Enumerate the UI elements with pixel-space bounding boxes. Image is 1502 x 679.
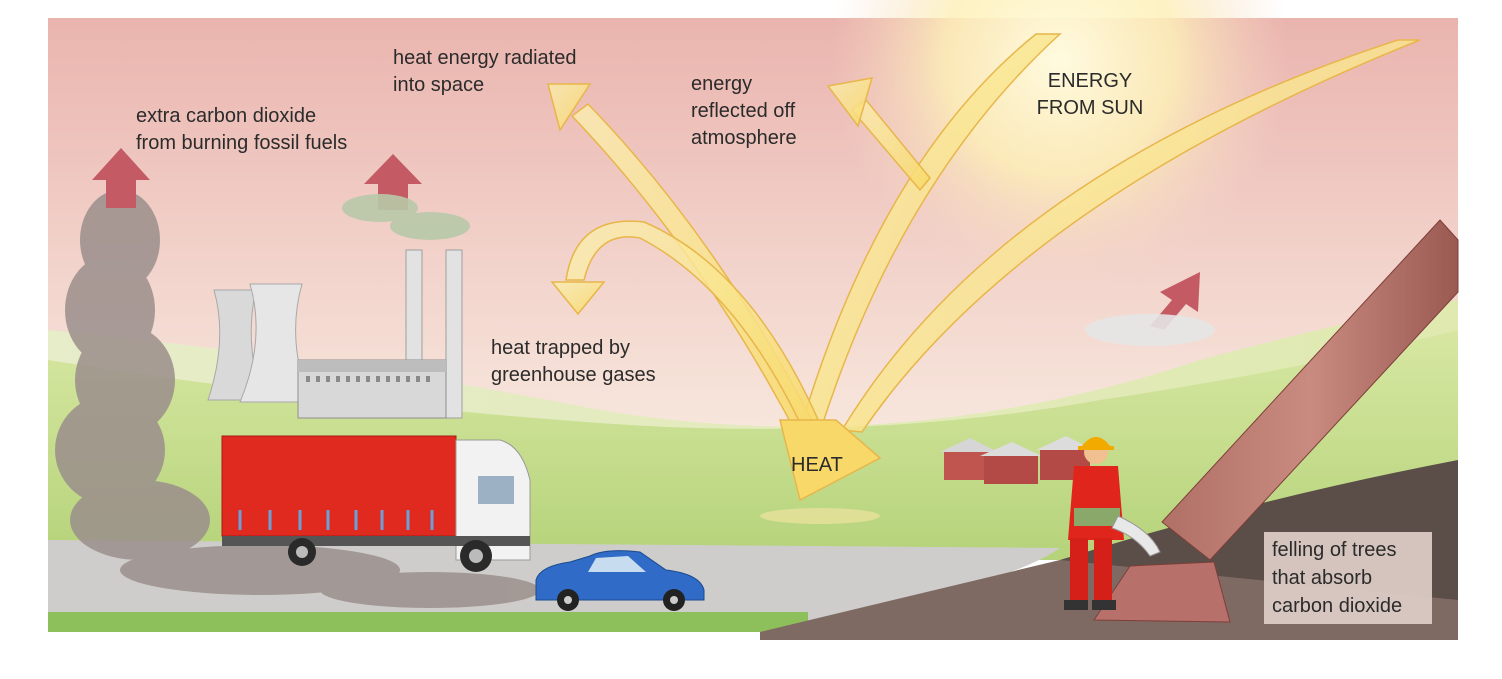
heat-radiated-label: heat energy radiated into space: [393, 45, 576, 99]
cooling-towers: [208, 284, 310, 402]
energy-reflected-label: energy reflected off atmosphere: [691, 71, 797, 152]
felling-trees-label: felling of trees that absorb carbon diox…: [1264, 532, 1432, 624]
grass-verge: [48, 612, 808, 632]
heat-label: HEAT: [791, 452, 843, 479]
carbon-dioxide-label: extra carbon dioxide from burning fossil…: [136, 103, 347, 157]
energy-from-sun-label: ENERGY FROM SUN: [1030, 68, 1150, 122]
heat-trapped-label: heat trapped by greenhouse gases: [491, 335, 656, 389]
